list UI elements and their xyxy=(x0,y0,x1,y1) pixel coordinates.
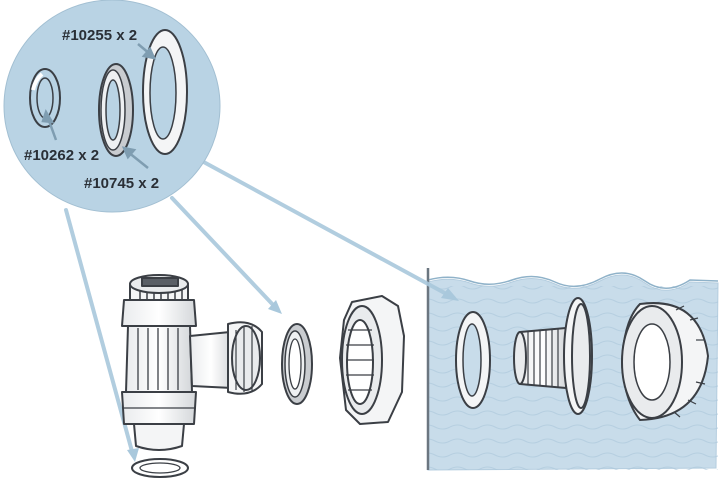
bottom-oring xyxy=(131,458,189,478)
eyeball-cover xyxy=(620,302,710,422)
gasket-10745 xyxy=(98,63,134,157)
arrowhead-middle xyxy=(268,300,282,314)
arrowhead-bottom xyxy=(127,448,139,462)
leader-lines xyxy=(64,158,454,457)
leader-line-to-wall-gasket xyxy=(198,158,454,299)
lock-nut xyxy=(339,295,405,425)
valve-body xyxy=(121,274,263,451)
label-part-10255: #10255 x 2 xyxy=(62,27,137,44)
oring-10262 xyxy=(29,68,61,128)
washer-10255 xyxy=(142,29,188,155)
leader-line-to-bottom-oring xyxy=(64,208,135,457)
threaded-fitting xyxy=(513,297,593,415)
middle-gasket xyxy=(281,323,313,405)
arrowhead-wall xyxy=(441,288,459,301)
label-part-10745: #10745 x 2 xyxy=(84,175,159,192)
leader-line-to-middle-gasket xyxy=(170,196,278,310)
zoom-bubble: #10255 x 2 #10262 x 2 #10745 x 2 xyxy=(3,0,221,213)
wall-gasket xyxy=(455,311,491,409)
label-part-10262: #10262 x 2 xyxy=(24,147,99,164)
